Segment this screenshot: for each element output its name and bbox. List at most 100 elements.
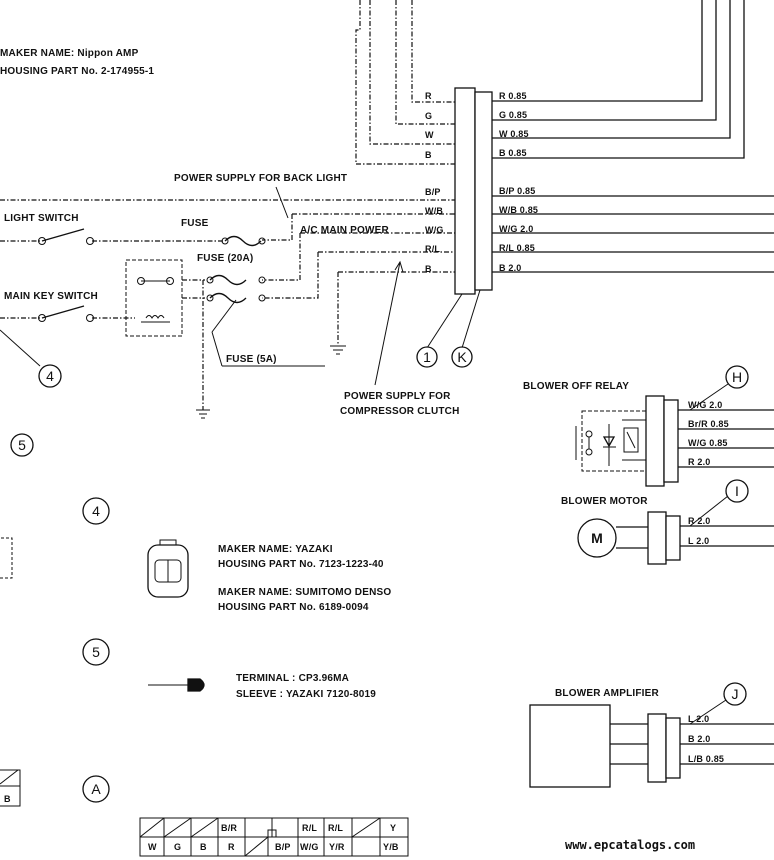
svg-text:Y: Y <box>390 823 396 833</box>
svg-text:H: H <box>732 369 742 385</box>
blower-off-relay-label: BLOWER OFF RELAY <box>523 381 629 392</box>
svg-text:K: K <box>457 349 467 365</box>
svg-text:R 2.0: R 2.0 <box>688 457 711 467</box>
left-edge-connector: B <box>0 537 21 807</box>
blower-amplifier-label: BLOWER AMPLIFIER <box>555 688 660 699</box>
power-compressor-label-2: COMPRESSOR CLUTCH <box>340 406 460 417</box>
svg-text:R: R <box>228 842 235 852</box>
section4-line3: MAKER NAME: SUMITOMO DENSO <box>218 587 391 598</box>
section4-line1: MAKER NAME: YAZAKI <box>218 544 333 555</box>
svg-text:B/P: B/P <box>275 842 291 852</box>
svg-text:5: 5 <box>92 644 100 660</box>
section4-line4: HOUSING PART No. 6189-0094 <box>218 602 369 613</box>
svg-text:R/L: R/L <box>425 244 440 254</box>
amp-wire-labels: L 2.0 B 2.0 L/B 0.85 <box>688 714 724 764</box>
svg-text:R: R <box>425 91 432 101</box>
section4-line2: HOUSING PART No. 7123-1223-40 <box>218 559 384 570</box>
svg-text:R/L: R/L <box>302 823 317 833</box>
svg-text:I: I <box>735 483 739 499</box>
fuse-5a-label: FUSE (5A) <box>226 354 277 365</box>
svg-text:W/G 0.85: W/G 0.85 <box>688 438 728 448</box>
svg-text:W/B 0.85: W/B 0.85 <box>499 205 538 215</box>
maker-top-line1: MAKER NAME: Nippon AMP <box>0 48 139 59</box>
marker-k: K <box>451 346 473 368</box>
connector-k-block <box>474 91 493 291</box>
fuse-label: FUSE <box>181 218 209 229</box>
marker-h: H <box>725 365 749 389</box>
svg-text:L/B 0.85: L/B 0.85 <box>688 754 724 764</box>
svg-text:R/L: R/L <box>328 823 343 833</box>
right-harness-wires <box>492 0 774 273</box>
fuse-20a-label: FUSE (20A) <box>197 253 253 264</box>
power-back-light-label: POWER SUPPLY FOR BACK LIGHT <box>174 173 347 184</box>
svg-text:B 2.0: B 2.0 <box>688 734 711 744</box>
main-key-switch-label: MAIN KEY SWITCH <box>4 291 98 302</box>
section5-line1: TERMINAL : CP3.96MA <box>236 673 349 684</box>
svg-text:4: 4 <box>92 503 100 519</box>
light-switch-label: LIGHT SWITCH <box>4 213 79 224</box>
svg-text:B 2.0: B 2.0 <box>499 263 522 273</box>
motor-symbol: M <box>591 530 603 546</box>
ac-main-power-label: A/C MAIN POWER <box>300 225 389 236</box>
svg-text:W/G 2.0: W/G 2.0 <box>499 224 533 234</box>
section5-line2: SLEEVE : YAZAKI 7120-8019 <box>236 689 376 700</box>
relay-wire-labels: W/G 2.0 Br/R 0.85 W/G 0.85 R 2.0 <box>688 400 729 467</box>
svg-text:W/G: W/G <box>300 842 319 852</box>
svg-text:B/P: B/P <box>425 187 441 197</box>
maker-top-line2: HOUSING PART No. 2-174955-1 <box>0 66 154 77</box>
motor-wire-labels: R 2.0 L 2.0 <box>688 516 711 546</box>
connector-1-block <box>454 87 476 295</box>
svg-text:R/L 0.85: R/L 0.85 <box>499 243 535 253</box>
marker-a: A <box>82 775 110 803</box>
left-wiring <box>0 186 481 419</box>
power-compressor-label-1: POWER SUPPLY FOR <box>344 391 451 402</box>
svg-text:Y/R: Y/R <box>329 842 345 852</box>
left-edge-cell: B <box>4 794 11 804</box>
svg-text:W 0.85: W 0.85 <box>499 129 529 139</box>
svg-text:L 2.0: L 2.0 <box>688 536 709 546</box>
svg-text:Y/B: Y/B <box>383 842 399 852</box>
marker-5: 5 <box>82 638 110 666</box>
svg-text:B: B <box>425 150 432 160</box>
connector-a-top-row: B/R R/L R/L Y <box>221 823 396 833</box>
top-harness-wires <box>355 0 455 165</box>
connector-a-table <box>139 817 409 857</box>
terminal-icon <box>148 678 205 692</box>
svg-text:W: W <box>148 842 157 852</box>
svg-text:G 0.85: G 0.85 <box>499 110 527 120</box>
connector-left-labels: R G W B B/P W/B W/G R/L B <box>425 91 444 274</box>
svg-text:B: B <box>425 264 432 274</box>
svg-text:W: W <box>425 130 434 140</box>
blower-off-relay <box>575 383 774 487</box>
marker-5-upper: 5 <box>10 433 34 457</box>
marker-4-upper: 4 <box>38 364 62 388</box>
watermark-text: www.epcatalogs.com <box>565 838 695 852</box>
svg-text:B 0.85: B 0.85 <box>499 148 527 158</box>
svg-text:L 2.0: L 2.0 <box>688 714 709 724</box>
svg-text:R 2.0: R 2.0 <box>688 516 711 526</box>
marker-4: 4 <box>82 497 110 525</box>
marker-i: I <box>725 479 749 503</box>
connector-right-labels: R 0.85 G 0.85 W 0.85 B 0.85 B/P 0.85 W/B… <box>499 91 538 273</box>
marker-j: J <box>723 682 747 706</box>
svg-text:W/B: W/B <box>425 206 443 216</box>
svg-text:B/P 0.85: B/P 0.85 <box>499 186 535 196</box>
svg-text:G: G <box>425 111 432 121</box>
blower-motor-label: BLOWER MOTOR <box>561 496 648 507</box>
svg-text:W/G: W/G <box>425 225 444 235</box>
svg-text:4: 4 <box>46 368 54 384</box>
marker-1: 1 <box>416 346 438 368</box>
svg-text:B/R: B/R <box>221 823 237 833</box>
svg-text:Br/R 0.85: Br/R 0.85 <box>688 419 729 429</box>
svg-text:G: G <box>174 842 181 852</box>
svg-text:W/G 2.0: W/G 2.0 <box>688 400 722 410</box>
connector-a-bottom-row: W G B R B/P W/G Y/R Y/B <box>148 842 399 852</box>
svg-text:A: A <box>91 781 101 797</box>
svg-text:R 0.85: R 0.85 <box>499 91 527 101</box>
svg-text:J: J <box>732 686 739 702</box>
blower-motor: M <box>577 495 774 565</box>
svg-text:B: B <box>200 842 207 852</box>
connector-housing-icon <box>147 539 189 598</box>
svg-text:5: 5 <box>18 437 26 453</box>
